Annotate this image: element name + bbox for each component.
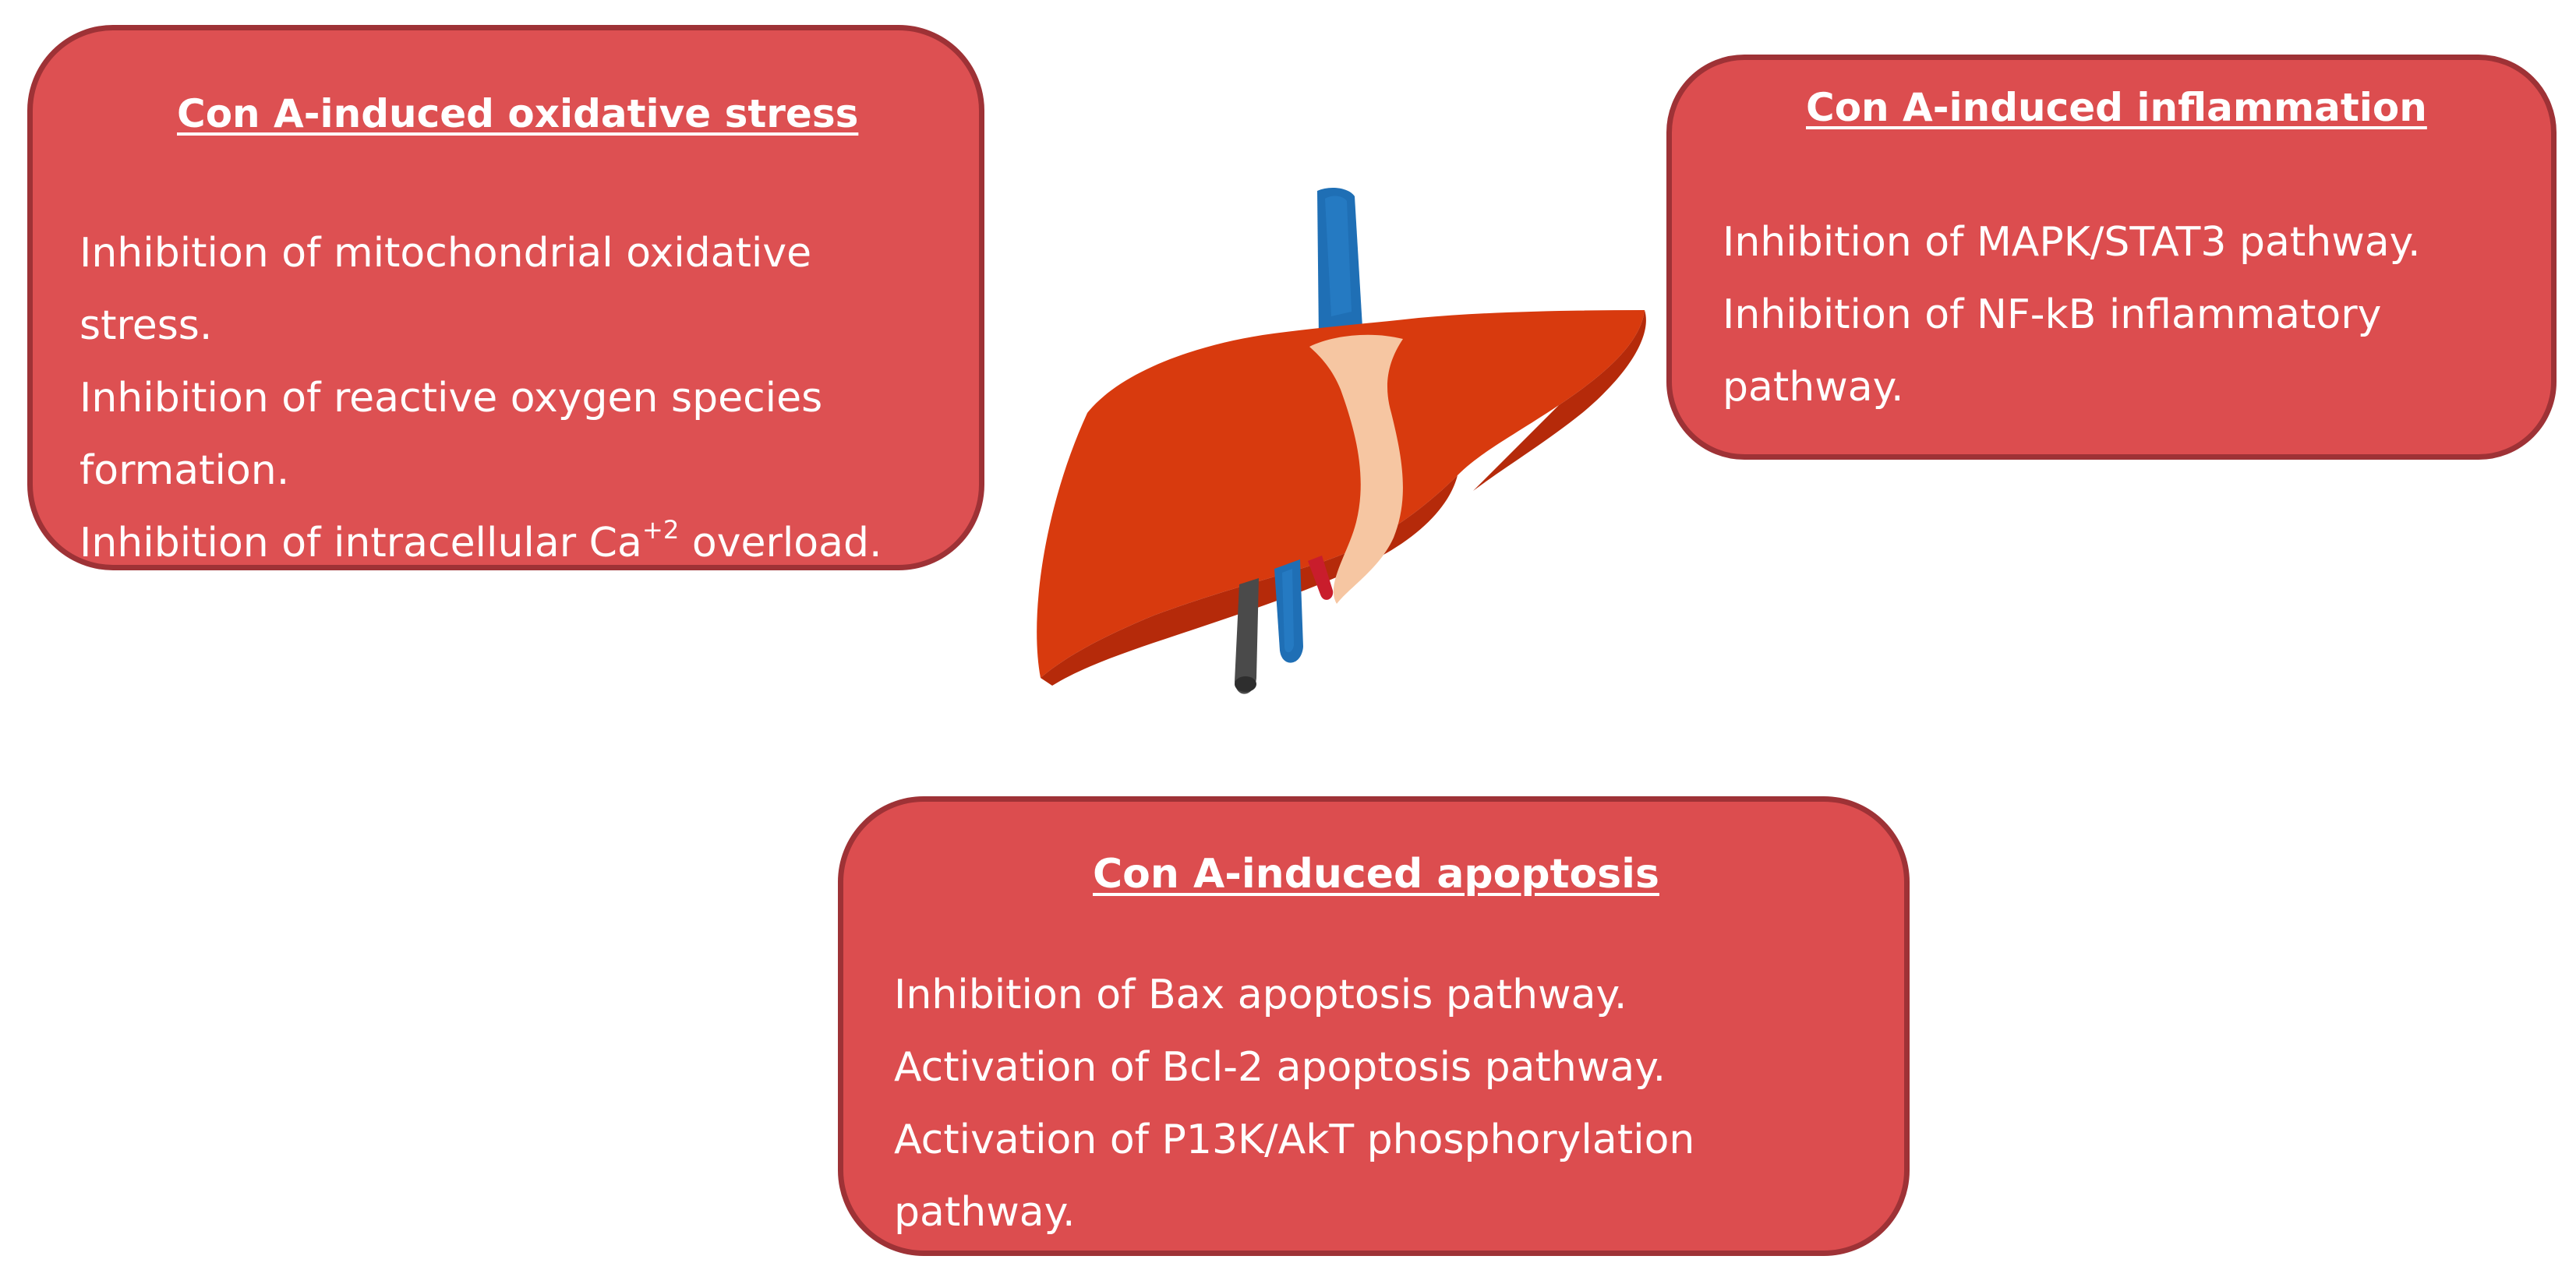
inflammation-title: Con A-induced inflammation <box>1806 85 2427 130</box>
oxidative-stress-title: Con A-induced oxidative stress <box>177 91 859 136</box>
oxidative-line: Inhibition of mitochondrial oxidative <box>80 230 812 277</box>
apoptosis-title: Con A-induced apoptosis <box>1093 851 1659 898</box>
apoptosis-line: pathway. <box>894 1189 1076 1236</box>
inflammation-line: Inhibition of NF-kB inflammatory <box>1723 291 2382 338</box>
apoptosis-box: Con A-induced apoptosis Inhibition of Ba… <box>838 796 1910 1256</box>
calcium-line-suffix: overload. <box>679 520 882 566</box>
oxidative-line: Inhibition of reactive oxygen species <box>80 375 823 422</box>
liver-icon <box>1037 187 1646 694</box>
inflammation-box: Con A-induced inflammation Inhibition of… <box>1666 55 2557 460</box>
apoptosis-list: Inhibition of Bax apoptosis pathway. Act… <box>894 959 1694 1249</box>
oxidative-stress-box: Con A-induced oxidative stress Inhibitio… <box>27 25 984 570</box>
apoptosis-line: Inhibition of Bax apoptosis pathway. <box>894 972 1627 1018</box>
bile-duct <box>1235 578 1259 694</box>
calcium-line-prefix: Inhibition of intracellular Ca <box>80 520 642 566</box>
oxidative-line-calcium: Inhibition of intracellular Ca+2 overloa… <box>80 507 882 580</box>
hepatic-artery <box>1308 556 1334 600</box>
liver-body <box>1037 310 1645 678</box>
calcium-charge: +2 <box>641 514 680 545</box>
inflammation-list: Inhibition of MAPK/STAT3 pathway. Inhibi… <box>1723 206 2421 424</box>
apoptosis-line: Activation of Bcl-2 apoptosis pathway. <box>894 1044 1666 1091</box>
oxidative-line: stress. <box>80 302 213 349</box>
inflammation-line: Inhibition of MAPK/STAT3 pathway. <box>1723 219 2421 266</box>
oxidative-stress-list: Inhibition of mitochondrial oxidative st… <box>80 217 882 580</box>
apoptosis-line: Activation of P13K/AkT phosphorylation <box>894 1117 1695 1163</box>
falciform-ligament <box>1309 334 1403 604</box>
oxidative-line: formation. <box>80 447 290 494</box>
inflammation-line: pathway. <box>1723 364 1904 411</box>
